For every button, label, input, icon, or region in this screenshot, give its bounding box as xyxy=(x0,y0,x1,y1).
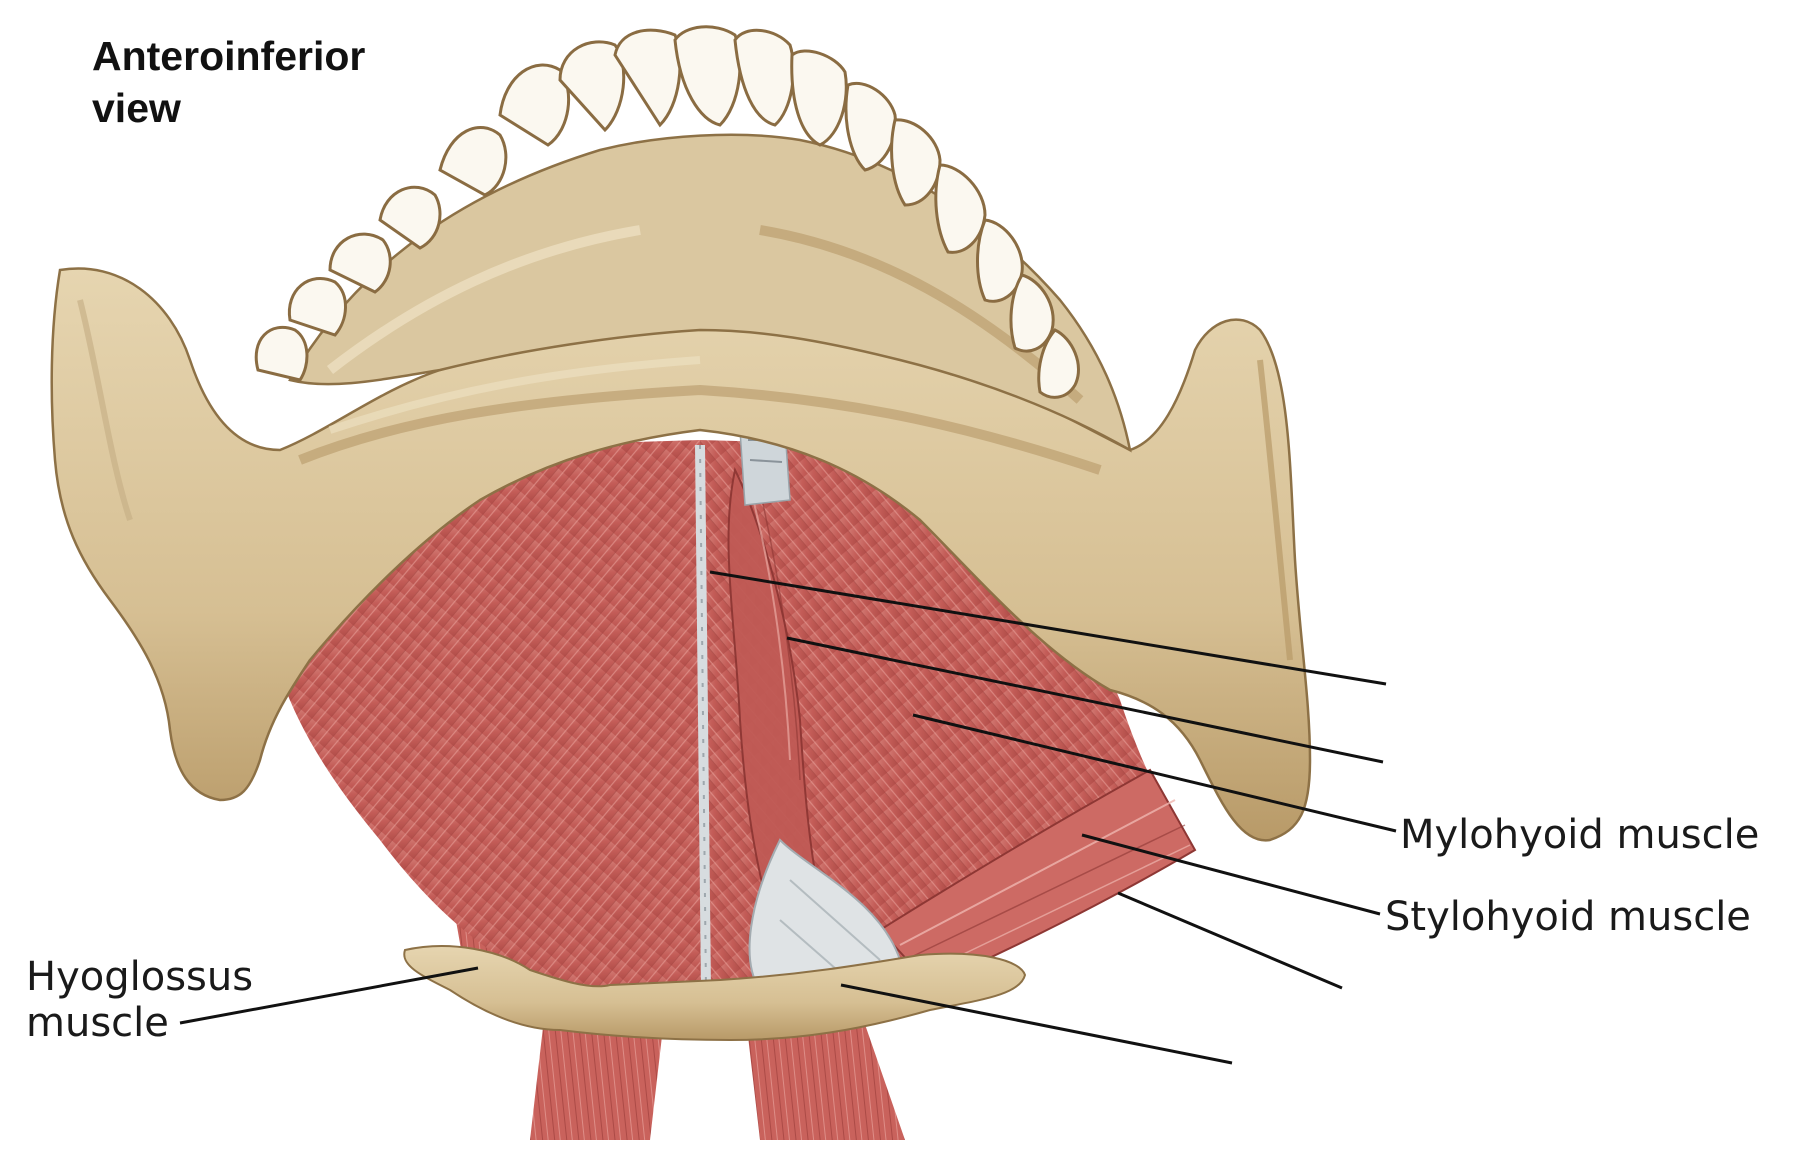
leader-line-1 xyxy=(709,570,1387,686)
median-raphe xyxy=(695,444,711,991)
leader-lines xyxy=(179,570,1397,1065)
leader-line-stylohyoid xyxy=(1081,833,1381,916)
leader-line-5 xyxy=(1117,891,1343,990)
label-mylohyoid-muscle: Mylohyoid muscle xyxy=(1400,812,1760,858)
infrahyoid-muscles xyxy=(530,1010,905,1140)
alveolar-arch xyxy=(288,133,1132,453)
label-stylohyoid-muscle: Stylohyoid muscle xyxy=(1385,894,1751,940)
leader-line-hyoglossus xyxy=(179,966,479,1025)
digastric-anterior-belly xyxy=(727,429,822,917)
leader-line-mylohyoid xyxy=(912,713,1397,833)
teeth xyxy=(254,25,1080,399)
hyoid-bone xyxy=(403,945,1027,1042)
leader-line-6 xyxy=(840,983,1233,1065)
label-hyoglossus-muscle: Hyoglossus muscle xyxy=(26,954,253,1046)
leader-line-2 xyxy=(786,636,1384,764)
label-hyoglossus-line2: muscle xyxy=(26,1000,169,1046)
label-hyoglossus-line1: Hyoglossus xyxy=(26,954,254,1000)
figure-title: Anteroinferior view xyxy=(92,33,366,131)
